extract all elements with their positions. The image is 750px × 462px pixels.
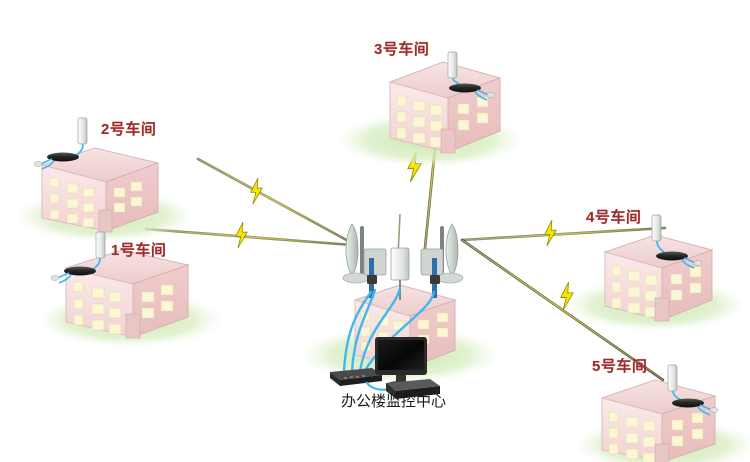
lightning-bolt-icon — [250, 178, 263, 204]
center-left-antenna — [342, 223, 387, 298]
site-5-rooftop-equipment — [667, 364, 719, 416]
link-site-4 — [460, 220, 667, 246]
cpe-antenna — [95, 231, 106, 259]
rooftop-switch — [449, 83, 481, 93]
center-site-label: 办公楼监控中心 — [341, 393, 447, 410]
center-site-group — [300, 213, 500, 399]
center-recorder — [386, 379, 440, 399]
site-label-2: 2号车间 — [101, 121, 157, 138]
cpe-antenna — [667, 364, 678, 392]
site-5-group — [575, 364, 750, 462]
rooftop-switch — [47, 152, 79, 162]
rooftop-switch — [672, 398, 704, 408]
site-label-5: 5号车间 — [592, 358, 648, 375]
wireless-links — [144, 66, 667, 382]
site-4-rooftop-equipment — [651, 214, 703, 269]
site-1-rooftop-equipment — [50, 231, 106, 284]
site-2-rooftop-equipment — [33, 117, 88, 170]
link-site-1 — [144, 222, 354, 248]
site-1-group — [38, 231, 222, 347]
site-3-group — [338, 51, 522, 167]
site-3-rooftop-equipment — [447, 51, 496, 101]
rooftop-switch — [656, 251, 688, 261]
building-site-4 — [603, 234, 714, 322]
site-label-4: 4号车间 — [586, 209, 642, 226]
center-panel-antenna — [390, 213, 410, 300]
center-network-switch — [330, 368, 382, 386]
site-label-1: 1号车间 — [111, 242, 167, 259]
site-4-group — [565, 214, 745, 331]
center-right-antenna — [420, 223, 464, 298]
lightning-bolt-icon — [544, 220, 557, 246]
cpe-antenna — [77, 117, 88, 145]
link-site-2 — [196, 157, 354, 245]
cpe-antenna — [447, 51, 458, 79]
site-label-3: 3号车间 — [374, 41, 430, 58]
building-site-2 — [40, 147, 160, 233]
center-cable-bundle — [342, 286, 436, 374]
building-site-5 — [600, 379, 717, 462]
building-site-1 — [64, 249, 190, 339]
lightning-bolt-icon — [235, 222, 248, 248]
cpe-antenna — [651, 214, 662, 242]
rooftop-switch — [64, 266, 96, 276]
site-2-group — [17, 117, 193, 242]
link-site-5 — [460, 238, 665, 382]
building-site-3 — [388, 61, 502, 154]
